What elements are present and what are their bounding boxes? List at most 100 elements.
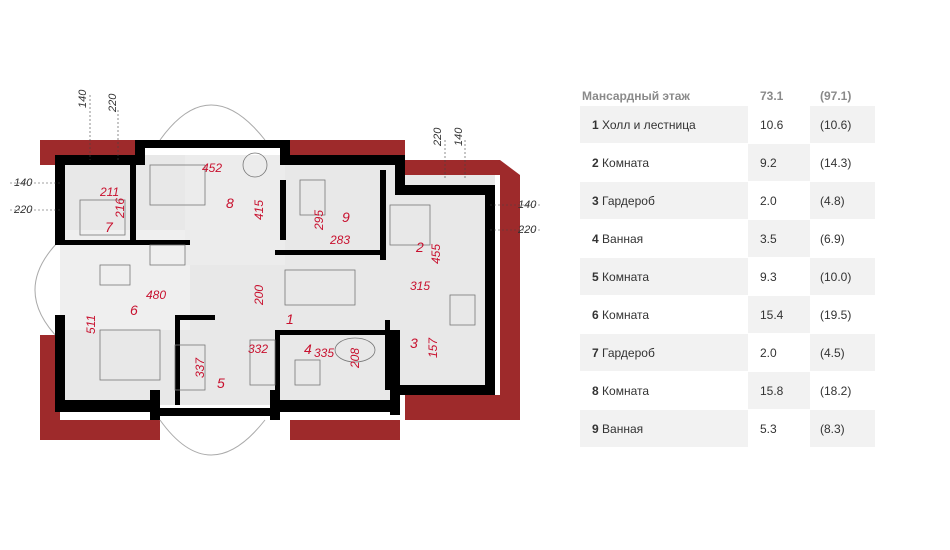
room-area-full: (4.5) (810, 334, 875, 371)
dim-label: 295 (312, 210, 326, 231)
dim-label: 140 (518, 199, 537, 211)
total-area-full: (97.1) (820, 89, 852, 103)
room-num: 2 (592, 155, 599, 170)
room-area: 10.6 (748, 106, 810, 143)
dim-label: 220 (13, 204, 33, 216)
room-cell: 5 Комната (580, 258, 748, 295)
room-number: 1 (286, 311, 294, 327)
dim-label: 455 (429, 244, 443, 264)
room-area: 9.2 (748, 144, 810, 181)
room-area: 3.5 (748, 220, 810, 257)
dim-label: 332 (248, 342, 268, 356)
table-title: Мансардный этаж (582, 89, 690, 103)
table-header: Мансардный этаж 73.1 (97.1) (580, 86, 875, 106)
room-name: Ванная (602, 421, 644, 436)
area-table: Мансардный этаж 73.1 (97.1) 1 Холл и лес… (580, 86, 875, 448)
dim-label: 200 (252, 285, 266, 306)
furniture (79, 152, 476, 391)
room-area: 15.8 (748, 372, 810, 409)
room-cell: 8 Комната (580, 372, 748, 409)
room-number: 8 (226, 195, 234, 211)
dim-label: 315 (410, 279, 430, 293)
room-num: 3 (592, 193, 599, 208)
room-name: Гардероб (602, 193, 655, 208)
room-cell: 6 Комната (580, 296, 748, 333)
dim-label: 511 (84, 315, 98, 334)
room-number: 6 (130, 302, 138, 318)
room-num: 4 (592, 231, 599, 246)
dim-label: 337 (193, 357, 207, 378)
room-name: Ванная (602, 231, 644, 246)
dim-label: 140 (14, 177, 33, 189)
total-area: 73.1 (760, 89, 784, 103)
room-cell: 2 Комната (580, 144, 748, 181)
room-numbers: 1 2 3 4 5 6 7 8 9 (105, 195, 424, 391)
room-cell: 4 Ванная (580, 220, 748, 257)
room-cell: 7 Гардероб (580, 334, 748, 371)
dim-label: 157 (426, 337, 440, 358)
room-name: Комната (602, 155, 650, 170)
dim-label: 220 (107, 93, 119, 113)
floor-area (60, 155, 495, 405)
room-cell: 3 Гардероб (580, 182, 748, 219)
floor-plan: 140 220 220 140 140 220 140 220 1 2 3 4 … (10, 89, 540, 456)
dim-label: 283 (329, 233, 350, 247)
room-num: 9 (592, 421, 599, 436)
room-area-full: (19.5) (810, 296, 875, 333)
room-area-full: (10.0) (810, 258, 875, 295)
room-area: 15.4 (748, 296, 810, 333)
room-area-full: (18.2) (810, 372, 875, 409)
room-number: 9 (342, 209, 350, 225)
dim-label: 208 (348, 348, 362, 369)
room-name: Комната (602, 383, 650, 398)
room-number: 5 (217, 375, 225, 391)
dim-label: 480 (146, 288, 166, 302)
room-cell: 1 Холл и лестница (580, 106, 748, 143)
outer-dimensions: 140 220 220 140 140 220 140 220 (13, 89, 537, 236)
dim-label: 216 (113, 198, 127, 219)
dim-label: 220 (432, 127, 444, 147)
room-number: 7 (105, 219, 114, 235)
dim-label: 415 (252, 200, 266, 220)
room-area: 2.0 (748, 334, 810, 371)
room-cell: 9 Ванная (580, 410, 748, 447)
room-num: 1 (592, 117, 599, 132)
dim-label: 140 (77, 89, 89, 108)
room-name: Гардероб (602, 345, 655, 360)
room-number: 4 (304, 341, 312, 357)
bay-windows (34, 104, 266, 456)
room-area-full: (10.6) (810, 106, 875, 143)
room-area-full: (6.9) (810, 220, 875, 257)
room-area-full: (4.8) (810, 182, 875, 219)
room-name: Холл и лестница (602, 117, 696, 132)
room-area: 9.3 (748, 258, 810, 295)
walls (55, 140, 495, 420)
dim-label: 140 (453, 127, 465, 146)
room-num: 6 (592, 307, 599, 322)
room-number: 3 (410, 335, 418, 351)
room-area-full: (8.3) (810, 410, 875, 447)
room-num: 7 (592, 345, 599, 360)
room-name: Комната (602, 269, 650, 284)
dim-label: 335 (314, 346, 334, 360)
room-area-full: (14.3) (810, 144, 875, 181)
room-number: 2 (415, 239, 424, 255)
inner-dimensions: 211 216 452 415 295 283 455 315 480 511 … (84, 161, 443, 378)
dimension-lines (10, 95, 540, 231)
room-num: 8 (592, 383, 599, 398)
dim-label: 452 (202, 161, 222, 175)
room-area: 2.0 (748, 182, 810, 219)
dim-label: 220 (517, 224, 537, 236)
room-name: Комната (602, 307, 650, 322)
room-num: 5 (592, 269, 599, 284)
